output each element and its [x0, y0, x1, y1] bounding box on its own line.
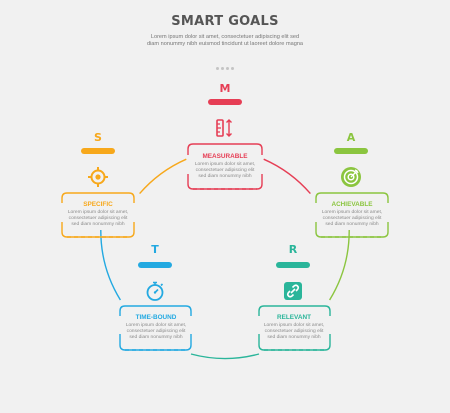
ring-arc-t-s [100, 229, 121, 301]
label-relevant: RELEVANT [277, 314, 311, 321]
ruler-icon [214, 117, 236, 139]
link-icon [282, 280, 304, 302]
label-time-bound: TIME-BOUND [135, 314, 177, 321]
page-title: SMART GOALS [171, 14, 279, 29]
text-relevant: Lorem ipsum dolor sit amet, consectetuer… [263, 323, 325, 341]
letter-s: S [94, 131, 102, 144]
bar-t [138, 262, 172, 268]
target-icon [340, 166, 362, 188]
letter-a: A [346, 131, 356, 144]
label-specific: SPECIFIC [83, 201, 113, 208]
ring-arc-m-a [263, 158, 311, 195]
bar-s [81, 148, 115, 154]
text-time-bound: Lorem ipsum dolor sit amet, consectetuer… [125, 323, 187, 341]
stopwatch-icon [144, 280, 166, 302]
letter-t: T [151, 243, 159, 256]
page-subtitle: Lorem ipsum dolor sit amet, consectetuer… [146, 34, 304, 48]
ring-arc-s-m [139, 158, 187, 195]
letter-m: M [219, 82, 231, 95]
letter-r: R [288, 243, 298, 256]
text-specific: Lorem ipsum dolor sit amet, consectetuer… [67, 210, 129, 228]
label-achievable: ACHIEVABLE [331, 201, 373, 208]
ring-arc-a-r [329, 229, 350, 301]
card-frame-measurable [187, 143, 263, 190]
crosshair-icon [87, 166, 109, 188]
ring-arc-r-t [190, 353, 260, 360]
text-achievable: Lorem ipsum dolor sit amet, consectetuer… [321, 210, 383, 228]
pagination-dots [210, 57, 240, 75]
bar-a [334, 148, 368, 154]
bar-r [276, 262, 310, 268]
text-measurable: Lorem ipsum dolor sit amet, consectetuer… [194, 162, 256, 180]
bar-m [208, 99, 242, 105]
label-measurable: MEASURABLE [202, 153, 248, 160]
